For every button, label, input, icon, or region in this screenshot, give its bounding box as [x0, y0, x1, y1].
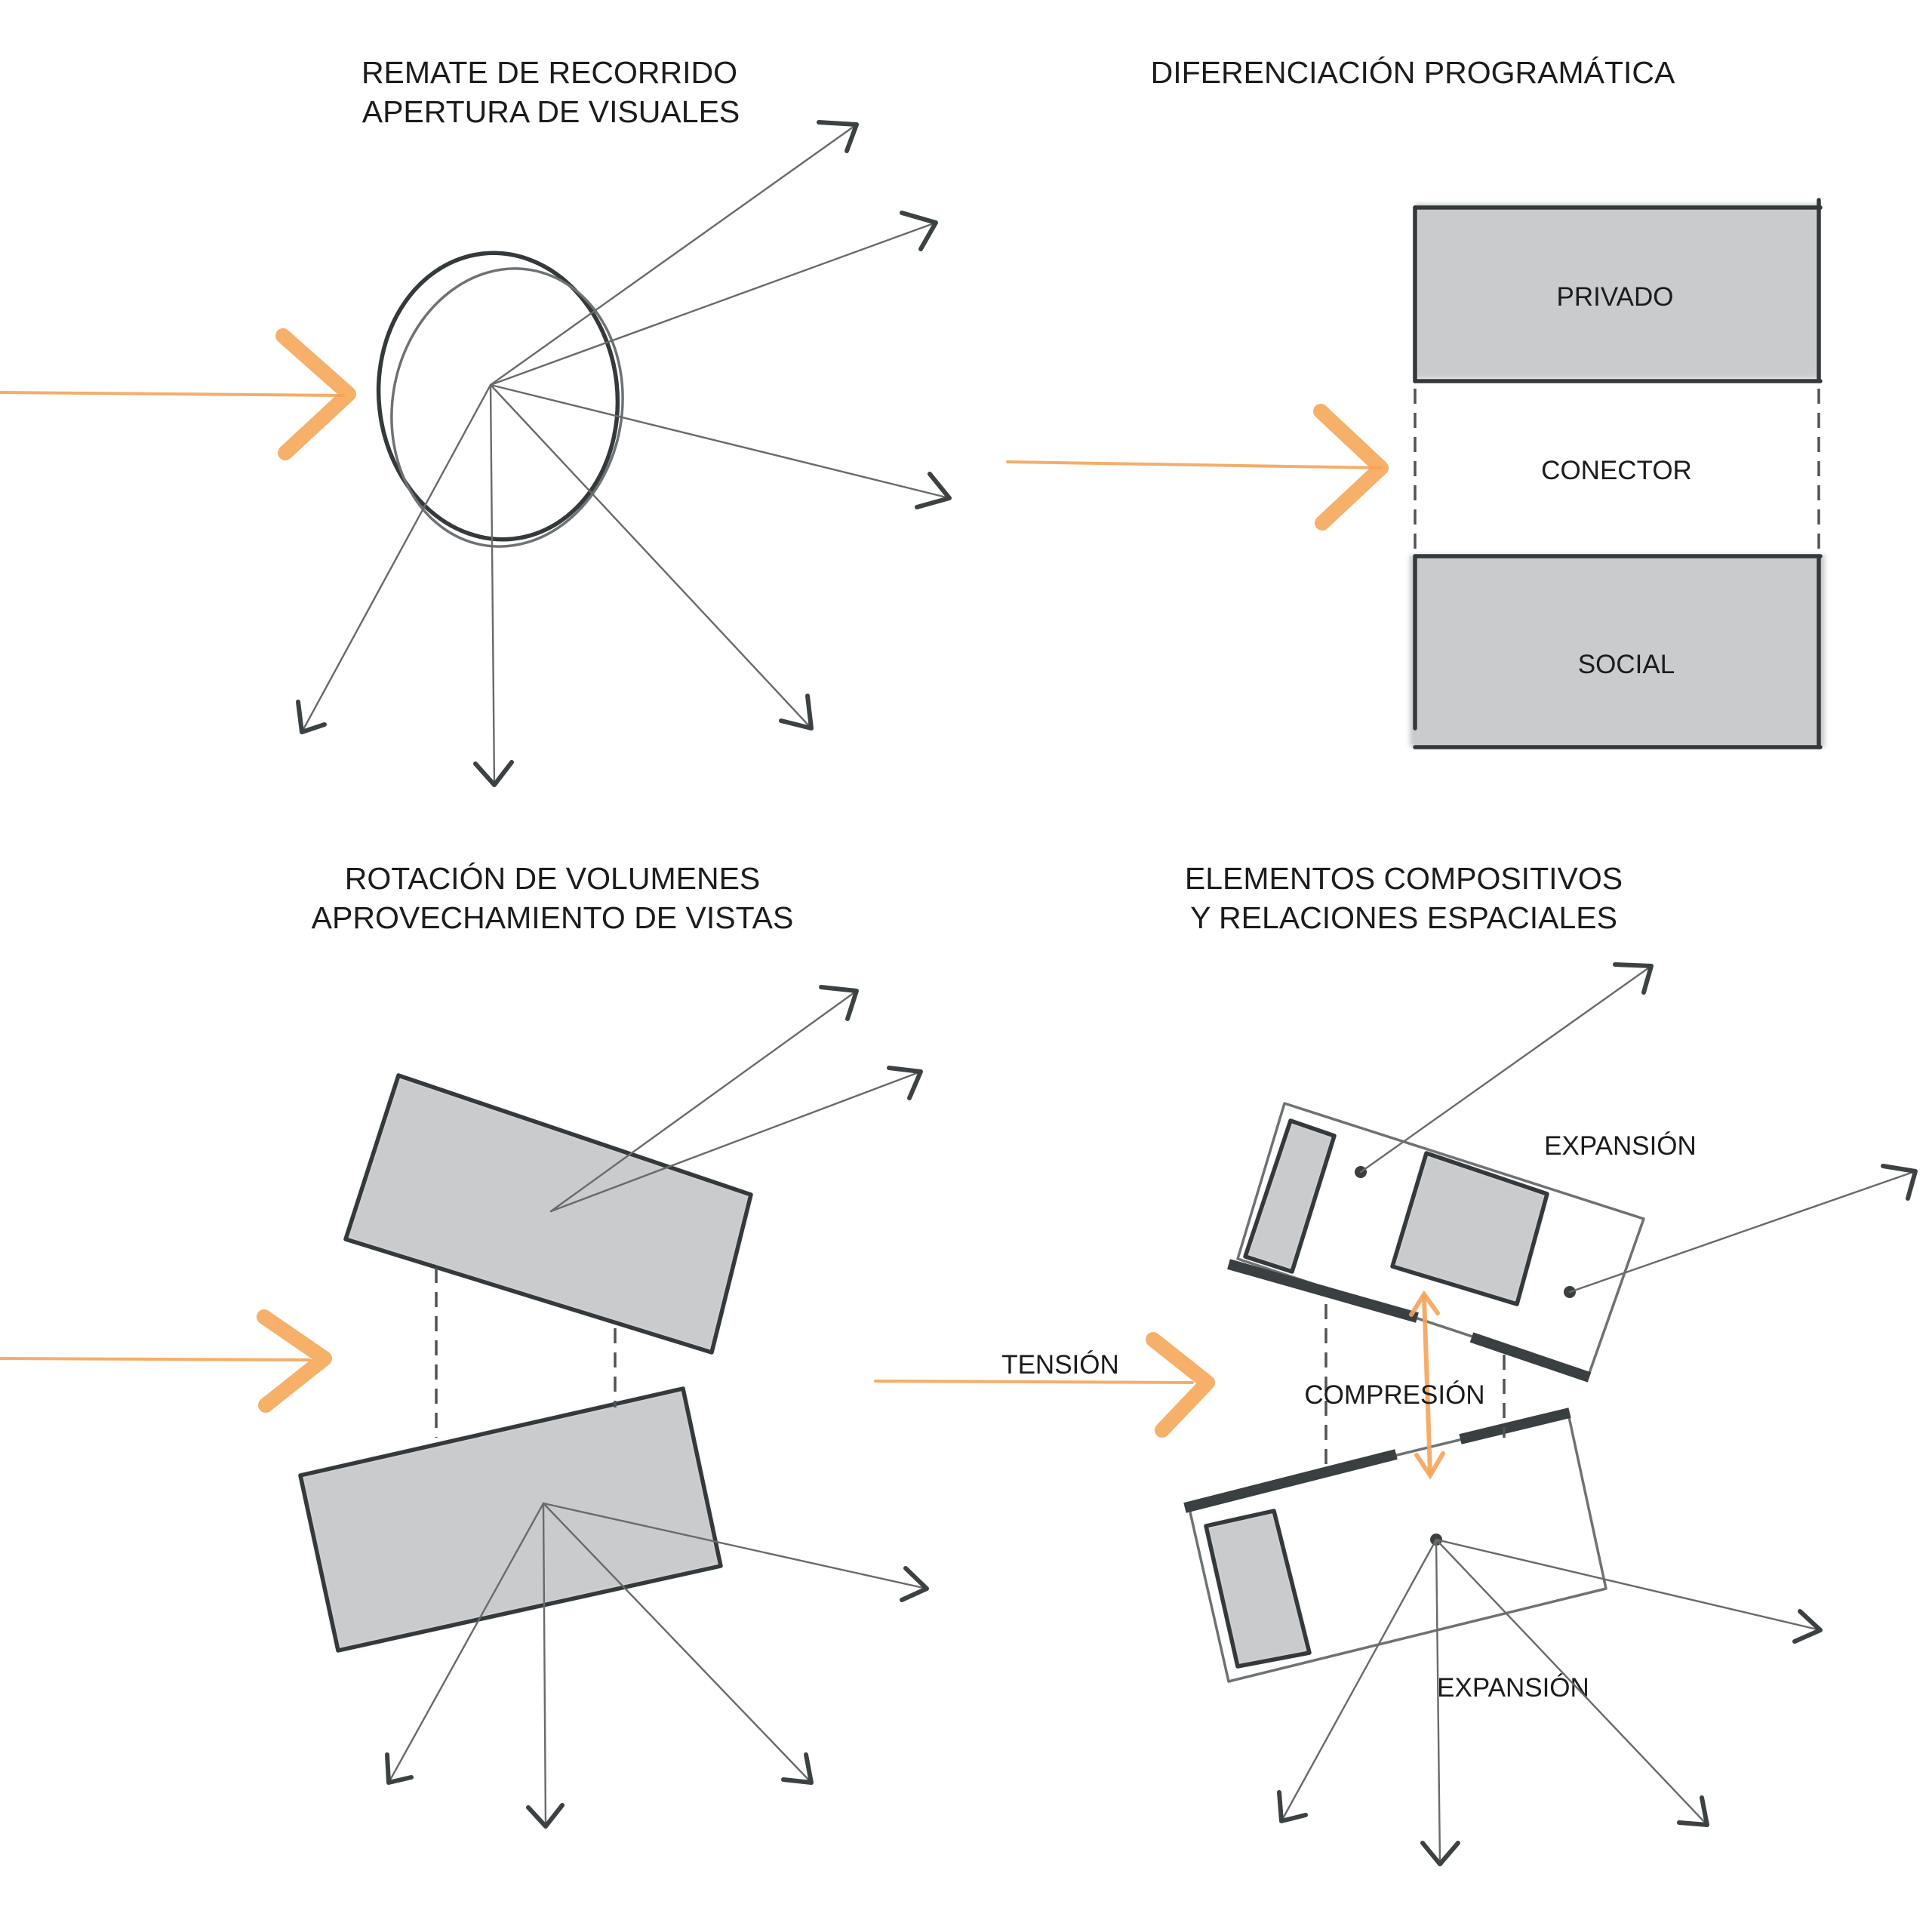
arrow-head-icon: [900, 211, 938, 251]
panel-title-line1: ROTACIÓN DE VOLUMENES: [345, 861, 761, 896]
approach-path-line: [0, 1357, 311, 1361]
arrow-head-icon: [385, 1752, 414, 1785]
expansion-bottom-label: EXPANSIÓN: [1437, 1673, 1589, 1703]
approach-chevron-icon: [257, 1309, 332, 1413]
tension-path-line: [874, 1380, 1194, 1384]
arrow-head-icon: [819, 985, 859, 1021]
approach-path-line: [1006, 460, 1383, 469]
arrow-head-icon: [1677, 1795, 1709, 1827]
panel-title-line1: ELEMENTOS COMPOSITIVOS: [1185, 861, 1623, 896]
lower-wall-segment: [1459, 1407, 1571, 1444]
upper-wall-segment: [1227, 1259, 1419, 1323]
zone-private-label: PRIVADO: [1557, 282, 1674, 312]
lower-volume-fill: [300, 1389, 721, 1651]
zone-private-fill: [1415, 204, 1819, 379]
upper-core-fill: [1392, 1153, 1547, 1304]
view-arrows-lower: [385, 1502, 929, 1829]
arrow-head-icon: [900, 1566, 929, 1602]
arrow-head-icon: [526, 1803, 565, 1829]
arrow-head-icon: [915, 472, 952, 509]
arrow-head-icon: [1613, 962, 1654, 995]
lower-volume-outline: [298, 1386, 723, 1653]
upper-volume-outline: [343, 1073, 753, 1355]
arrow-head-icon: [887, 1066, 923, 1100]
lower-room-outline: [1204, 1509, 1312, 1669]
arrow-head-icon: [781, 1752, 814, 1785]
panel-title-line1: REMATE DE RECORRIDO: [361, 55, 737, 90]
panel-programmatic-zoning: DIFERENCIACIÓN PROGRAMÁTICA PRIVADO CONE…: [1006, 55, 1825, 749]
view-arrows-upper: [549, 985, 923, 1213]
expansion-top-label: EXPANSIÓN: [1544, 1131, 1697, 1161]
lower-wall-segment: [1183, 1449, 1398, 1513]
panel-title-line2: Y RELACIONES ESPACIALES: [1190, 900, 1617, 935]
arrow-head-icon: [1792, 1609, 1823, 1644]
panel-title-line2: APERTURA DE VISUALES: [362, 94, 740, 129]
tension-chevron-icon: [1146, 1332, 1215, 1438]
panel-volume-rotation: ROTACIÓN DE VOLUMENES APROVECHAMIENTO DE…: [0, 861, 929, 1829]
upper-core-outline: [1390, 1151, 1549, 1306]
zoning-frame: [1413, 198, 1823, 749]
panel-view-opening: REMATE DE RECORRIDO APERTURA DE VISUALES: [0, 55, 952, 787]
panel-spatial-relations: ELEMENTOS COMPOSITIVOS Y RELACIONES ESPA…: [874, 861, 1918, 1866]
arrow-head-icon: [779, 694, 814, 731]
view-arrows: [296, 120, 952, 787]
zone-social-fill: [1410, 555, 1825, 747]
arrow-head-icon: [1420, 1841, 1460, 1866]
arrow-head-icon: [473, 760, 514, 787]
approach-chevron-icon: [275, 328, 356, 460]
lower-composition-outline: [1187, 1412, 1607, 1683]
upper-room-fill: [1245, 1121, 1334, 1272]
upper-wall-segment: [1469, 1332, 1592, 1383]
zone-social-label: SOCIAL: [1578, 650, 1675, 679]
compression-arrow-icon: [1409, 1290, 1445, 1480]
panel-title-line2: APROVECHAMIENTO DE VISTAS: [312, 900, 794, 935]
arrow-head-icon: [296, 700, 327, 734]
panel-title: DIFERENCIACIÓN PROGRAMÁTICA: [1151, 55, 1675, 90]
upper-volume-fill: [346, 1075, 751, 1352]
zone-connector-label: CONECTOR: [1541, 456, 1692, 485]
arrow-head-icon: [1277, 1790, 1308, 1823]
arrow-head-icon: [817, 120, 859, 153]
approach-path-line: [0, 391, 345, 397]
approach-chevron-icon: [1313, 404, 1389, 531]
tension-label: TENSIÓN: [1001, 1350, 1119, 1380]
compression-label: COMPRESIÓN: [1304, 1380, 1484, 1410]
upper-room-outline: [1243, 1118, 1337, 1274]
arrow-head-icon: [1881, 1164, 1918, 1201]
sketch-circle: [376, 251, 624, 548]
expansion-arrows: [1277, 962, 1918, 1866]
